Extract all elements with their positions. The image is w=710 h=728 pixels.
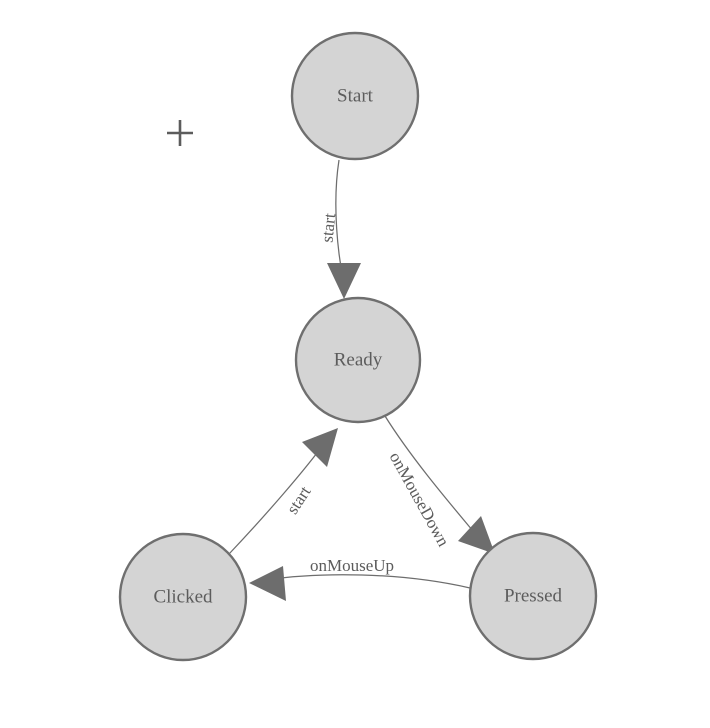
node-ready-label: Ready bbox=[334, 349, 383, 370]
node-start-label: Start bbox=[337, 85, 374, 106]
edge-pressed-to-clicked[interactable] bbox=[249, 566, 471, 601]
edge-label-ready-to-pressed: onMouseDown bbox=[386, 449, 454, 550]
edge-start-to-ready[interactable] bbox=[327, 159, 361, 299]
edge-pressed-to-clicked-arrowhead bbox=[249, 566, 286, 601]
edge-clicked-to-ready-arrowhead bbox=[302, 428, 338, 467]
edge-ready-to-pressed-arrowhead bbox=[458, 516, 495, 554]
node-pressed[interactable]: Pressed bbox=[468, 531, 598, 661]
edge-clicked-to-ready[interactable] bbox=[228, 428, 338, 555]
node-pressed-circle[interactable] bbox=[468, 531, 598, 661]
node-pressed-label: Pressed bbox=[504, 585, 563, 606]
node-start[interactable]: Start bbox=[290, 31, 420, 161]
node-ready-circle[interactable] bbox=[294, 296, 422, 424]
edge-label-pressed-to-clicked: onMouseUp bbox=[310, 556, 394, 575]
node-clicked[interactable]: Clicked bbox=[118, 532, 248, 662]
node-clicked-label: Clicked bbox=[153, 586, 213, 607]
node-start-circle[interactable] bbox=[290, 31, 420, 161]
edge-label-start-to-ready: start bbox=[317, 212, 339, 243]
crosshair-cursor-icon bbox=[167, 120, 193, 146]
node-clicked-circle[interactable] bbox=[118, 532, 248, 662]
edge-start-to-ready-arrowhead bbox=[327, 263, 361, 299]
node-ready[interactable]: Ready bbox=[294, 296, 422, 424]
edge-pressed-to-clicked-path bbox=[264, 574, 471, 589]
edge-label-clicked-to-ready: start bbox=[283, 482, 315, 517]
edge-ready-to-pressed[interactable] bbox=[384, 415, 495, 554]
